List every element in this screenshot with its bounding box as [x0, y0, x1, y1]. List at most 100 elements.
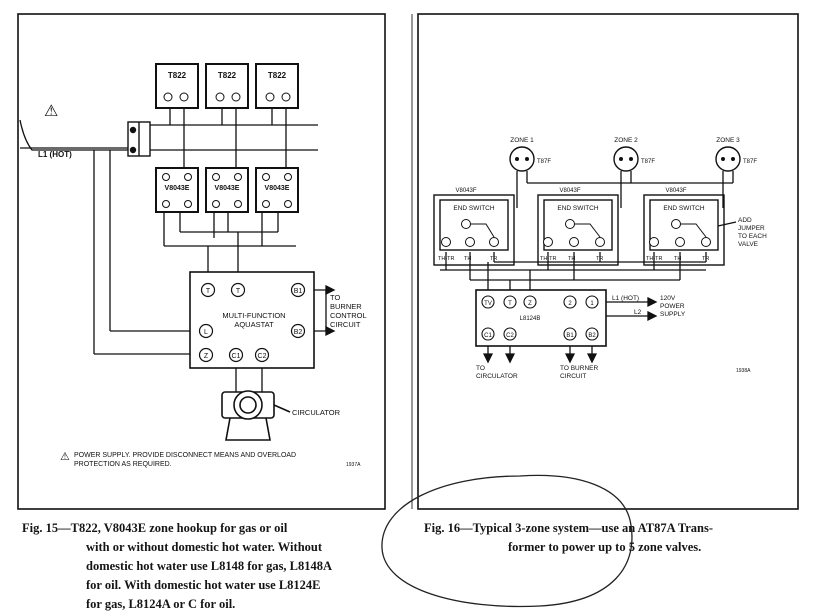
svg-text:TO EACH: TO EACH — [738, 233, 767, 240]
svg-text:T: T — [508, 301, 512, 307]
svg-text:CONTROL: CONTROL — [330, 311, 367, 320]
circulator-pump-icon — [221, 390, 291, 441]
v8043f-valve: V8043F END SWITCH TH-TR TH TR — [537, 188, 619, 266]
circulator-label: CIRCULATOR — [292, 408, 341, 417]
svg-text:L: L — [204, 329, 208, 336]
zone-thermostat: ZONE 2 T87F — [613, 137, 655, 172]
svg-text:B2: B2 — [588, 333, 596, 339]
svg-text:END SWITCH: END SWITCH — [453, 205, 494, 212]
disconnect-block — [127, 121, 151, 157]
power-supply-label: 120V POWER SUPPLY — [660, 295, 686, 318]
svg-text:T822: T822 — [268, 71, 287, 80]
svg-text:TH-TR: TH-TR — [540, 256, 557, 262]
warning-glyph: ⚠ — [44, 103, 58, 120]
svg-text:C1: C1 — [232, 353, 241, 360]
svg-text:TR: TR — [596, 256, 603, 262]
svg-text:CIRCUIT: CIRCUIT — [560, 373, 586, 380]
svg-text:C1: C1 — [484, 333, 492, 339]
svg-text:T87F: T87F — [743, 159, 757, 165]
fig16-caption: Fig. 16—Typical 3-zone system—use an AT8… — [424, 521, 714, 554]
v8043f-valve: V8043F END SWITCH TH-TR TH TR — [433, 188, 515, 266]
right-ref: 1938A — [736, 368, 751, 374]
svg-text:TO: TO — [330, 293, 340, 302]
left-panel-frame — [17, 13, 386, 510]
svg-text:POWER: POWER — [660, 303, 685, 310]
svg-text:T: T — [206, 288, 211, 295]
v8043e-valve: V8043E — [205, 167, 249, 213]
svg-text:V8043F: V8043F — [665, 188, 686, 194]
right-l1-label: L1 (HOT) — [612, 295, 639, 302]
svg-text:2: 2 — [568, 301, 572, 307]
svg-text:TH: TH — [464, 256, 471, 262]
to-burner-label: TO BURNER CIRCUIT — [560, 365, 598, 380]
svg-text:V8043E: V8043E — [265, 185, 290, 192]
zone-thermostat: ZONE 1 T87F — [509, 137, 551, 172]
hand-drawn-circle — [381, 474, 633, 608]
svg-text:CIRCULATOR: CIRCULATOR — [476, 373, 518, 380]
svg-text:T87F: T87F — [537, 159, 551, 165]
v8043f-valve: V8043F END SWITCH TH-TR TH TR — [643, 188, 725, 266]
svg-text:B1: B1 — [294, 288, 303, 295]
svg-text:SUPPLY: SUPPLY — [660, 311, 686, 318]
svg-text:B2: B2 — [294, 329, 303, 336]
svg-text:T822: T822 — [218, 71, 237, 80]
svg-text:CIRCUIT: CIRCUIT — [330, 320, 361, 329]
left-wiring — [19, 108, 336, 392]
svg-text:ZONE 1: ZONE 1 — [510, 137, 534, 144]
svg-text:1: 1 — [590, 301, 594, 307]
svg-text:C2: C2 — [506, 333, 514, 339]
svg-text:TO BURNER: TO BURNER — [560, 365, 598, 372]
svg-text:T: T — [236, 288, 241, 295]
svg-text:Z: Z — [528, 301, 532, 307]
svg-text:END SWITCH: END SWITCH — [557, 205, 598, 212]
svg-text:Z: Z — [204, 353, 209, 360]
svg-text:TH-TR: TH-TR — [438, 256, 455, 262]
right-l2-label: L2 — [634, 309, 642, 316]
svg-text:BURNER: BURNER — [330, 302, 362, 311]
svg-text:TR: TR — [490, 256, 497, 262]
svg-text:V8043F: V8043F — [559, 188, 580, 194]
svg-text:V8043E: V8043E — [165, 185, 190, 192]
left-note-line2: PROTECTION AS REQUIRED. — [74, 461, 172, 468]
t822-thermostat: T822 — [155, 63, 199, 109]
svg-text:V8043F: V8043F — [455, 188, 476, 194]
t822-thermostat: T822 — [255, 63, 299, 109]
svg-text:TV: TV — [484, 301, 492, 307]
svg-text:ADD: ADD — [738, 217, 752, 224]
svg-text:VALVE: VALVE — [738, 241, 759, 248]
jumper-note: ADD JUMPER TO EACH VALVE — [738, 217, 767, 248]
svg-text:ZONE 2: ZONE 2 — [614, 137, 638, 144]
right-panel-frame — [417, 13, 799, 510]
burner-control-label: TO BURNER CONTROL CIRCUIT — [330, 293, 367, 329]
svg-text:T87F: T87F — [641, 159, 655, 165]
multi-function-aquastat: MULTI-FUNCTION AQUASTAT T T B1 L B2 Z C1… — [189, 271, 315, 369]
svg-text:L8124B: L8124B — [520, 316, 541, 322]
svg-text:TH-TR: TH-TR — [646, 256, 663, 262]
svg-text:TR: TR — [702, 256, 709, 262]
t822-thermostat: T822 — [205, 63, 249, 109]
fig15-caption: Fig. 15—T822, V8043E zone hookup for gas… — [22, 521, 333, 611]
right-wiring — [440, 171, 737, 364]
svg-text:120V: 120V — [660, 295, 676, 302]
zone-thermostat: ZONE 3 T87F — [715, 137, 757, 172]
svg-text:JUMPER: JUMPER — [738, 225, 765, 232]
svg-text:B1: B1 — [566, 333, 574, 339]
svg-text:C2: C2 — [258, 353, 267, 360]
v8043e-valve: V8043E — [155, 167, 199, 213]
to-circulator-label: TO CIRCULATOR — [476, 365, 518, 380]
svg-text:TO: TO — [476, 365, 485, 372]
svg-text:T822: T822 — [168, 71, 187, 80]
svg-text:MULTI-FUNCTION: MULTI-FUNCTION — [222, 311, 285, 320]
svg-text:TH: TH — [568, 256, 575, 262]
svg-text:TH: TH — [674, 256, 681, 262]
svg-text:V8043E: V8043E — [215, 185, 240, 192]
left-l1-label: L1 (HOT) — [38, 150, 72, 159]
v8043e-valve: V8043E — [255, 167, 299, 213]
left-ref: 1937A — [346, 462, 361, 468]
l8124b-relay: L8124B TV T Z 2 1 C1 C2 B1 B2 — [475, 289, 607, 347]
svg-text:ZONE 3: ZONE 3 — [716, 137, 740, 144]
svg-text:END SWITCH: END SWITCH — [663, 205, 704, 212]
left-note-line1: POWER SUPPLY. PROVIDE DISCONNECT MEANS A… — [74, 452, 296, 459]
left-note-glyph: ⚠ — [60, 451, 70, 463]
